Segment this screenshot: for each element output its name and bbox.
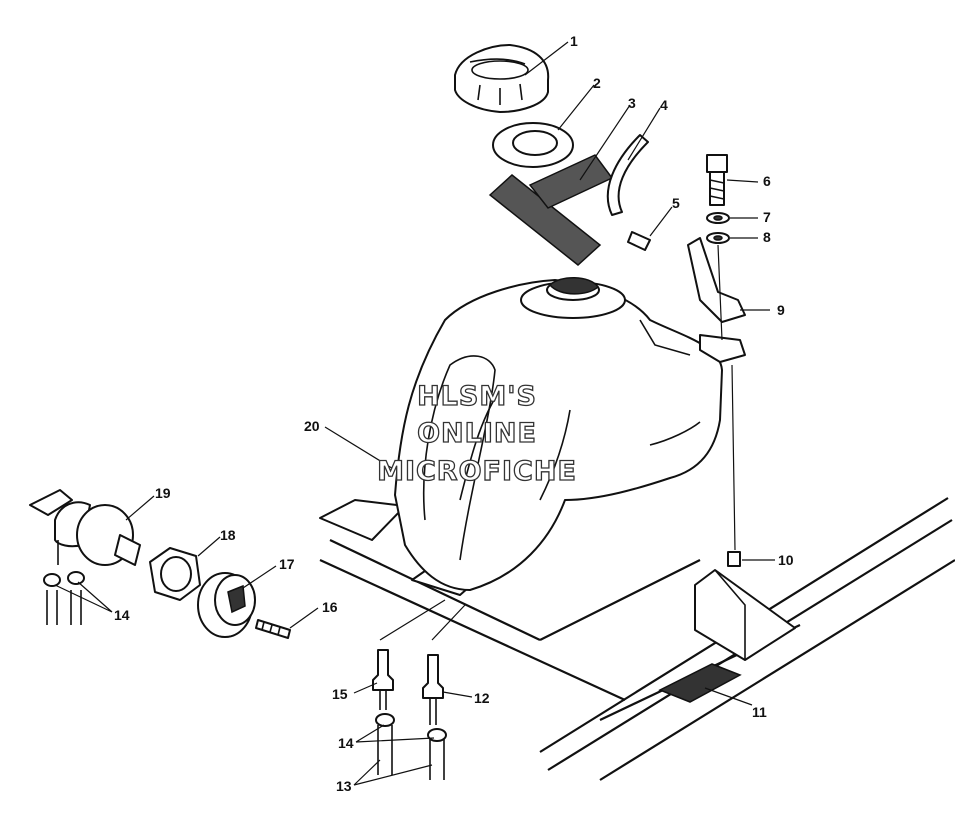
callout-2: 2 <box>593 75 601 91</box>
callout-15: 15 <box>332 686 348 702</box>
callout-16: 16 <box>322 599 338 615</box>
callout-1: 1 <box>570 33 578 49</box>
part-12-fitting <box>422 654 444 725</box>
callout-20: 20 <box>304 418 320 434</box>
callout-10: 10 <box>778 552 794 568</box>
callout-7: 7 <box>763 209 771 225</box>
watermark-line-3: MICROFICHE <box>377 456 577 487</box>
part-7-washer <box>706 212 730 224</box>
callout-12: 12 <box>474 690 490 706</box>
callout-19: 19 <box>155 485 171 501</box>
leader-lines <box>54 41 775 786</box>
part-11-decal <box>658 663 742 703</box>
part-9-bracket <box>687 237 746 363</box>
callout-13: 13 <box>336 778 352 794</box>
part-6-bolt <box>706 154 728 206</box>
assembly-lines <box>379 244 736 641</box>
callout-9: 9 <box>777 302 785 318</box>
watermark-line-1: HLSM'S <box>417 381 537 412</box>
watermark: HLSM'S ONLINE MICROFICHE <box>376 380 577 487</box>
part-14-clamps-left <box>43 571 85 625</box>
part-1-fuel-cap <box>454 44 550 113</box>
callout-17: 17 <box>279 556 295 572</box>
part-3-foam <box>488 154 614 266</box>
part-13-fuel-lines <box>377 725 445 780</box>
callout-8: 8 <box>763 229 771 245</box>
callout-4: 4 <box>660 97 668 113</box>
frame-bracket-mount <box>694 551 796 661</box>
part-2-gasket <box>492 122 574 168</box>
part-16-screw <box>255 619 291 639</box>
part-4-vent-hose <box>606 134 649 216</box>
callout-11: 11 <box>752 704 767 720</box>
part-14-clamps-bottom <box>375 713 447 742</box>
callout-14-left: 14 <box>114 607 130 623</box>
part-19-fuel-valve <box>29 489 141 566</box>
callout-18: 18 <box>220 527 236 543</box>
callout-6: 6 <box>763 173 771 189</box>
part-15-fitting <box>372 649 394 710</box>
callout-labels: 1 2 3 4 5 6 7 8 9 10 11 12 13 14 14 15 1… <box>114 33 794 794</box>
watermark-line-2: ONLINE <box>417 418 537 449</box>
part-8-washer <box>706 232 730 244</box>
part-17-valve-knob <box>197 572 256 638</box>
part-5-fitting <box>627 231 651 251</box>
callout-5: 5 <box>672 195 680 211</box>
part-18-lock-nut <box>149 547 201 601</box>
callout-14-bottom: 14 <box>338 735 354 751</box>
callout-3: 3 <box>628 95 636 111</box>
part-20-fuel-tank <box>394 277 723 591</box>
